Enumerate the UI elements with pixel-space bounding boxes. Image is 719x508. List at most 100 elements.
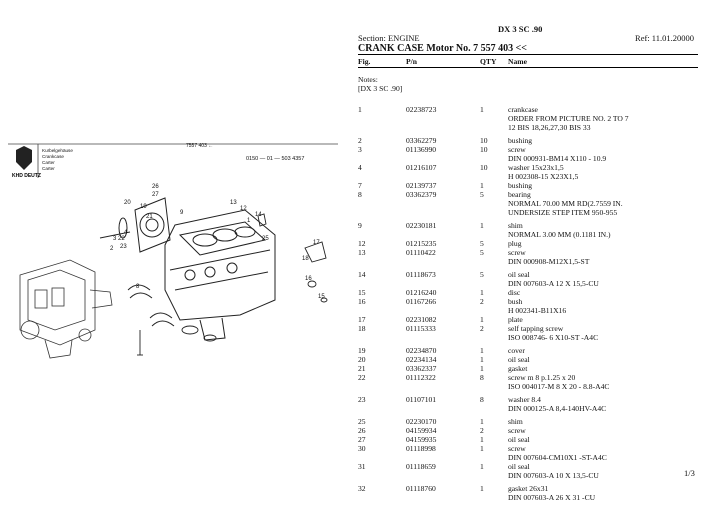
cell-name-line: DIN 007603-A 26 X 31 -CU [508,493,596,502]
callout-2: 2 [110,246,114,252]
callout-13: 13 [230,200,237,206]
cell-name-line: shim [508,221,523,230]
cell-name-line: oil seal [508,462,530,471]
callout-3: 3 [113,236,117,242]
cell-qty: 1 [480,364,484,373]
cell-name-line: bush [508,297,523,306]
crankcase-block [164,209,276,341]
cell-pn: 01118659 [406,462,436,471]
cell-name-line: ISO 008746- 6 X10-ST -A4C [508,333,599,342]
page-number: 1/3 [684,468,695,478]
cell-pn: 01167266 [406,297,437,306]
cell-fig: 14 [358,270,366,279]
cell-qty: 1 [480,105,484,114]
cell-pn: 03362379 [406,190,437,199]
cell-qty: 2 [480,324,484,333]
table-header: Fig. P/n QTY Name [358,54,698,68]
cell-qty: 10 [480,163,488,172]
callout-21: 21 [146,214,153,220]
cell-pn: 04159935 [406,435,437,444]
cell-pn: 04159934 [406,426,437,435]
callout-14: 14 [255,212,262,218]
cell-fig: 12 [358,239,366,248]
cell-name-line: DIN 000125-A 8,4-140HV-A4C [508,404,607,413]
col-fig: Fig. [358,57,371,66]
cell-qty: 1 [480,221,484,230]
cell-pn: 01136990 [406,145,437,154]
callout-16: 16 [305,276,312,282]
cell-name-line: self tapping screw [508,324,564,333]
cell-pn: 01112322 [406,373,436,382]
cell-name-line: screw [508,444,526,453]
callout-numbers: 26 27 20 9 4 3 2 1 13 12 14 8 22 23 21 1… [110,184,325,300]
caption-es: Carter [42,166,55,171]
cell-name-line: DIN 000908-M12X1,5-ST [508,257,590,266]
cell-pn: 01118998 [406,444,436,453]
cell-name-line: shim [508,417,523,426]
cell-name-line: oil seal [508,270,530,279]
cell-qty: 1 [480,484,484,493]
callout-8: 8 [136,284,140,290]
cell-pn: 03362337 [406,364,437,373]
cell-name-line: washer 8.4 [508,395,541,404]
cell-qty: 5 [480,239,484,248]
cell-name-line: bushing [508,136,533,145]
cell-name-line: cover [508,346,525,355]
drawing-title-block: KHD DEUTZ Kurbelgehäuse Crankcase Carter… [8,142,338,182]
callout-20: 20 [124,200,131,206]
cell-name-line: DIN 007603-A 12 X 15,5-CU [508,279,599,288]
cell-pn: 01216240 [406,288,437,297]
cell-name-line: screw [508,426,526,435]
cell-pn: 01216107 [406,163,437,172]
cell-name-line: UNDERSIZE STEP ITEM 950-955 [508,208,618,217]
cell-qty: 10 [480,136,488,145]
cell-pn: 01118673 [406,270,436,279]
cell-fig: 31 [358,462,366,471]
notes-block: Notes: [DX 3 SC .90] [358,75,402,93]
cell-fig: 25 [358,417,366,426]
section-label: Section: ENGINE [358,33,420,43]
drawing-panel: KHD DEUTZ Kurbelgehäuse Crankcase Carter… [0,0,352,508]
notes-text: [DX 3 SC .90] [358,84,403,93]
cell-qty: 1 [480,315,484,324]
cell-fig: 19 [358,346,366,355]
cell-fig: 21 [358,364,366,373]
cell-qty: 5 [480,270,484,279]
cell-qty: 1 [480,181,484,190]
cell-name-line: crankcase [508,105,538,114]
cell-pn: 02234134 [406,355,437,364]
parts-heading: CRANK CASE Motor No. 7 557 403 << [358,43,527,54]
cell-fig: 17 [358,315,366,324]
callout-26: 26 [152,184,159,190]
callout-18: 18 [302,256,309,262]
bearing-shells [127,213,328,356]
cell-name-line: NORMAL 3.00 MM (0.1181 IN.) [508,230,611,239]
cell-qty: 1 [480,462,484,471]
cell-pn: 02234870 [406,346,437,355]
cell-qty: 5 [480,190,484,199]
cell-name-line: 12 BIS 18,26,27,30 BIS 33 [508,123,591,132]
cell-qty: 8 [480,373,484,382]
cell-fig: 4 [358,163,362,172]
cell-qty: 2 [480,297,484,306]
cell-pn: 02231082 [406,315,437,324]
cell-fig: 26 [358,426,366,435]
cell-pn: 01118760 [406,484,436,493]
cell-fig: 2 [358,136,362,145]
cell-name-line: bushing [508,181,533,190]
cell-name-line: H 002308-15 X23X1,5 [508,172,579,181]
